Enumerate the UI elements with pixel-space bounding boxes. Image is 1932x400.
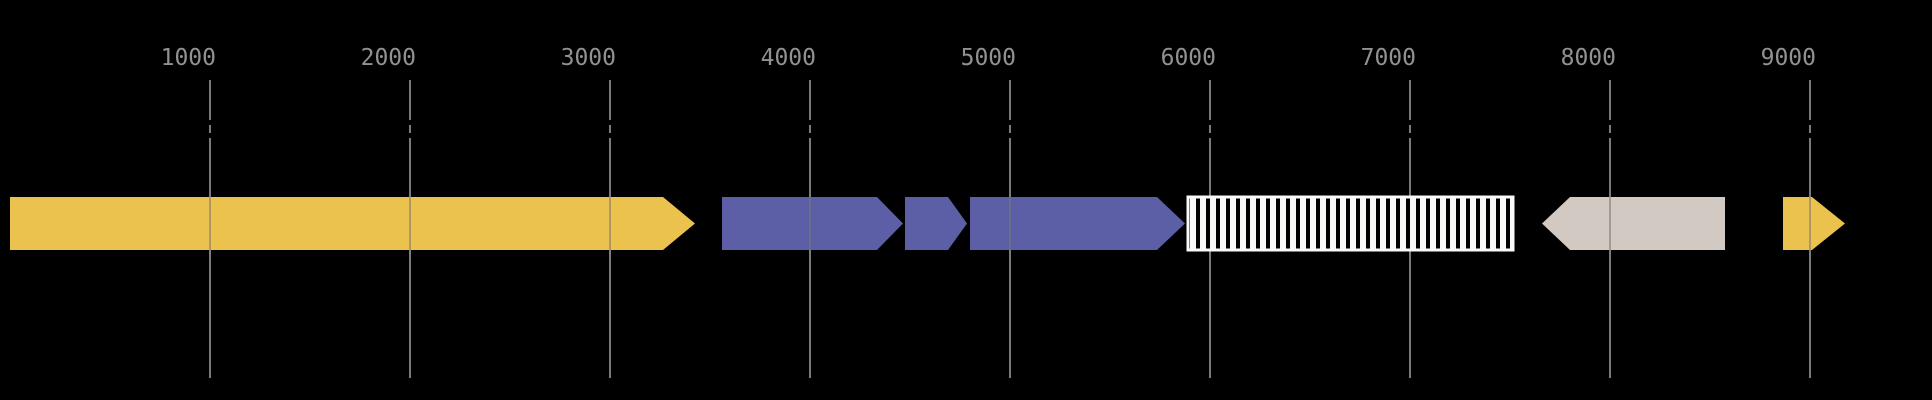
tick-label-9000: 9000: [1760, 45, 1816, 71]
tick-label-8000: 8000: [1560, 45, 1616, 71]
tick-label-4000: 4000: [760, 45, 816, 71]
feature-3-purple-small[interactable]: [905, 197, 967, 250]
tick-label-6000: 6000: [1160, 45, 1216, 71]
feature-7-gold-small[interactable]: [1783, 197, 1845, 250]
tick-label-5000: 5000: [960, 45, 1016, 71]
feature-1-gold-large[interactable]: [10, 197, 695, 250]
feature-2-purple[interactable]: [722, 197, 903, 250]
tick-label-2000: 2000: [360, 45, 416, 71]
feature-5-hatched-box[interactable]: [1186, 195, 1515, 252]
tick-label-7000: 7000: [1360, 45, 1416, 71]
tick-label-1000: 1000: [160, 45, 216, 71]
feature-6-tan-reverse[interactable]: [1542, 197, 1725, 250]
tick-label-3000: 3000: [560, 45, 616, 71]
feature-4-purple[interactable]: [970, 197, 1185, 250]
